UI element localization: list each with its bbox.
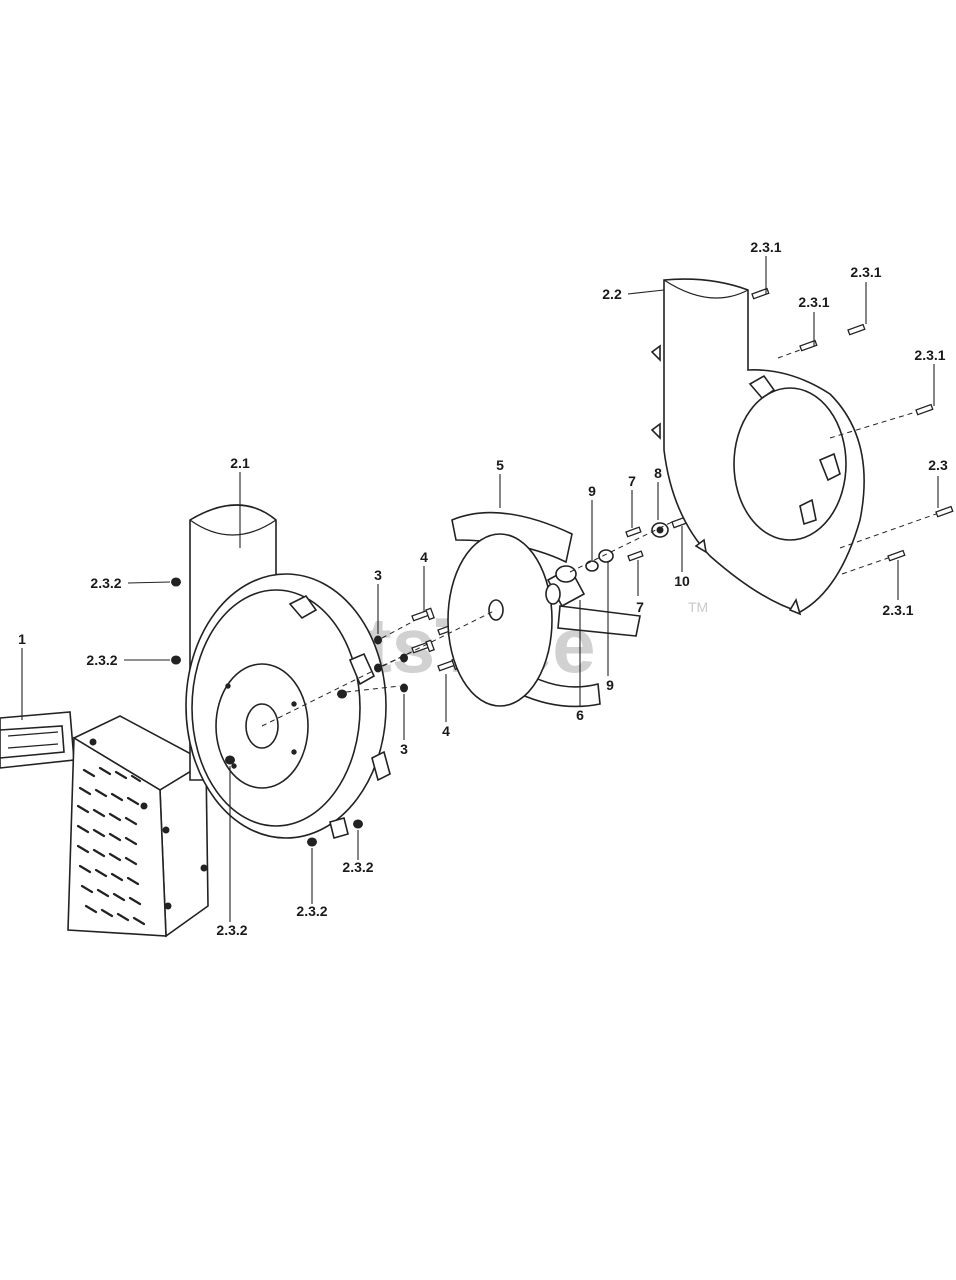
part-rear-housing [650, 278, 954, 616]
callout-2-2: 2.2 [602, 286, 622, 302]
leader-lines [21, 256, 939, 922]
callout-7-a: 7 [628, 473, 636, 489]
callout-2-3-1-c: 2.3.1 [850, 264, 881, 280]
part-hub [545, 565, 586, 608]
callout-2-3: 2.3 [928, 457, 948, 473]
callout-2-3-1-e: 2.3.1 [882, 602, 913, 618]
callout-2-3-1-d: 2.3.1 [914, 347, 945, 363]
part-impeller [261, 511, 641, 727]
callout-7-b: 7 [636, 599, 644, 615]
callout-2-3-2-d: 2.3.2 [296, 903, 327, 919]
part-mounting-bracket [0, 711, 209, 938]
callout-2-3-1-b: 2.3.1 [798, 294, 829, 310]
callout-6: 6 [576, 707, 584, 723]
callout-3-b: 3 [400, 741, 408, 757]
callout-8: 8 [654, 465, 662, 481]
callout-4-a: 4 [420, 549, 428, 565]
callout-9-a: 9 [588, 483, 596, 499]
callout-2-1: 2.1 [230, 455, 250, 471]
callout-4-b: 4 [442, 723, 450, 739]
callout-5: 5 [496, 457, 504, 473]
part-front-housing [171, 504, 391, 847]
callout-10: 10 [674, 573, 690, 589]
callout-9-b: 9 [606, 677, 614, 693]
callout-2-3-2-b: 2.3.2 [86, 652, 117, 668]
callout-labels: 1 2.1 2.2 2.3 2.3.1 2.3.1 2.3.1 2.3.1 2.… [18, 239, 948, 938]
callout-2-3-2-a: 2.3.2 [90, 575, 121, 591]
callout-2-3-1-a: 2.3.1 [750, 239, 781, 255]
callout-2-3-2-e: 2.3.2 [216, 922, 247, 938]
callout-2-3-2-c: 2.3.2 [342, 859, 373, 875]
bracket-slot-pattern [76, 766, 146, 926]
callout-1: 1 [18, 631, 26, 647]
watermark-trademark: TM [688, 599, 708, 615]
part-washers-and-bolts [569, 515, 692, 573]
callout-3-a: 3 [374, 567, 382, 583]
part-nuts-and-bolts [345, 607, 461, 693]
